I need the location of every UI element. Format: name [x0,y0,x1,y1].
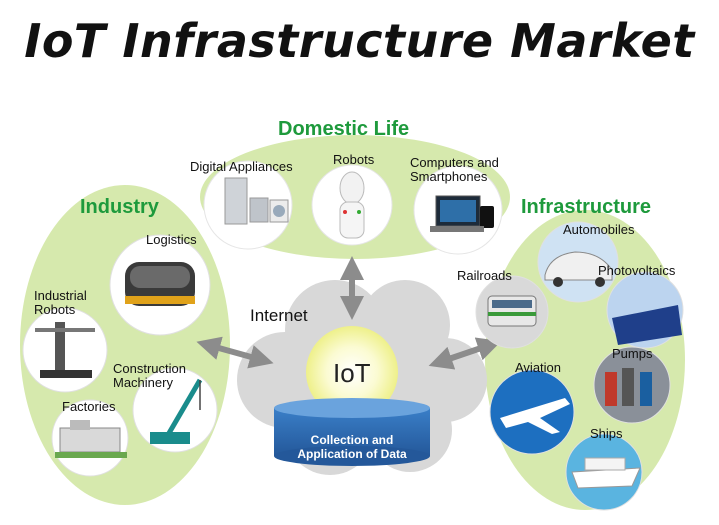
railroads-label: Railroads [457,268,512,283]
construction-machinery-image [132,367,218,453]
page-title: IoT Infrastructure Market [24,14,695,68]
internet-label: Internet [250,306,308,325]
construction-label-line1: Construction [113,361,186,376]
pumps-label: Pumps [612,346,653,361]
construction-label-line2: Machinery [113,375,173,390]
database-label-line2: Application of Data [297,447,407,461]
aviation-image [489,369,575,455]
computers-label-line1: Computers and [410,155,499,170]
computers-label-line2: Smartphones [410,169,488,184]
automobiles-image [537,221,619,303]
industrial-robots-image [22,307,108,393]
robots-image [311,164,393,246]
database-label-line1: Collection and [310,433,394,447]
pumps-image [593,346,671,424]
photovoltaics-image [606,271,684,349]
industrial-robots-label-line2: Robots [34,302,76,317]
aviation-label: Aviation [515,360,562,375]
logistics-image [109,234,211,336]
ships-label: Ships [590,426,623,441]
factories-label: Factories [62,399,116,414]
robots-label: Robots [333,152,375,167]
industry-heading: Industry [80,196,159,218]
infrastructure-heading: Infrastructure [521,196,652,218]
arrow-infrastructure-internet [428,337,502,370]
logistics-label: Logistics [146,232,197,247]
iot-label: IoT [333,358,371,388]
ships-image [565,433,643,511]
computers-image [413,165,503,255]
industrial-robots-label-line1: Industrial [34,288,87,303]
railroads-image [475,275,549,349]
database-cylinder [274,398,430,466]
automobiles-label: Automobiles [563,222,635,237]
iot-hub-circle [306,326,398,418]
arrow-industry-internet [196,336,274,369]
digital-appliances-image [203,160,293,250]
factories-image [51,399,129,477]
photovoltaics-label: Photovoltaics [598,263,676,278]
domestic-life-heading: Domestic Life [278,118,410,140]
digital-appliances-label: Digital Appliances [190,159,293,174]
